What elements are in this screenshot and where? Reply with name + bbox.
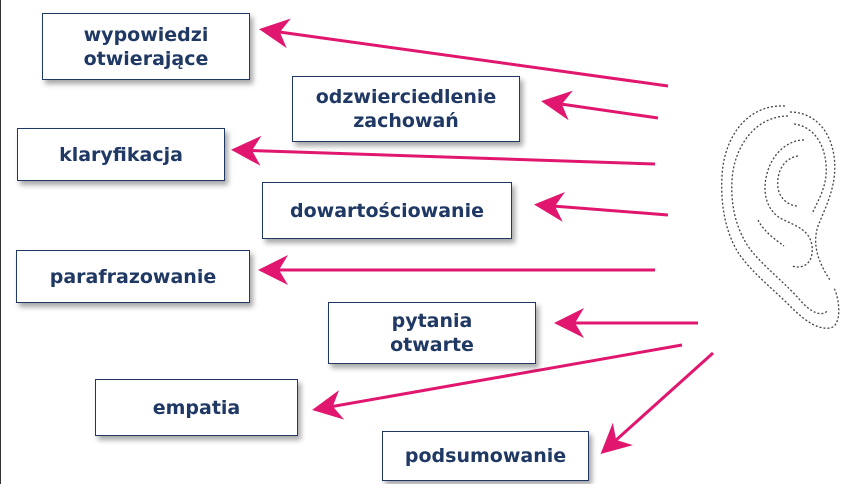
left-border	[0, 0, 1, 484]
label-odzwierciedlenie-zachowan: odzwierciedlenie zachowań	[292, 76, 520, 142]
label-empatia: empatia	[95, 379, 298, 436]
ear-icon	[721, 105, 840, 329]
arrow-wypowiedzi	[259, 18, 669, 88]
label-parafrazowanie: parafrazowanie	[16, 250, 250, 303]
label-wypowiedzi-otwierajace: wypowiedzi otwierające	[42, 13, 250, 80]
label-pytania-otwarte: pytania otwarte	[328, 302, 536, 364]
arrow-klaryfikacja	[231, 135, 656, 166]
arrow-podsumowanie	[600, 351, 715, 455]
label-dowartosciowanie: dowartościowanie	[262, 182, 512, 239]
arrow-empatia	[312, 343, 683, 420]
arrow-dowartosciowanie	[534, 191, 669, 222]
arrow-odzwierciedlenie	[541, 90, 659, 121]
label-podsumowanie: podsumowanie	[382, 431, 589, 481]
label-klaryfikacja: klaryfikacja	[17, 128, 225, 181]
